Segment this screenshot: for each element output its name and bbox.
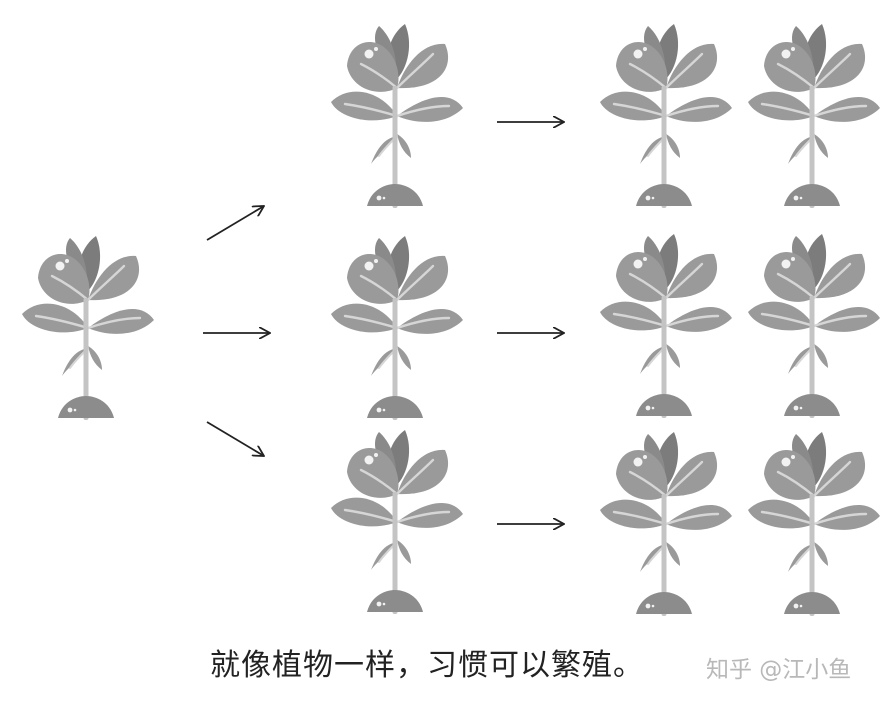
arrow-icon-up [206, 206, 264, 241]
plant-icon-gen3-row2-b [746, 232, 882, 420]
plant-icon-gen3-row3-b [746, 430, 882, 618]
caption: 就像植物一样，习惯可以繁殖。 [210, 648, 644, 683]
plant-icon-gen3-row1-b [746, 22, 882, 210]
plant-icon-gen3-row3-a [598, 430, 734, 618]
plant-icon-parent [20, 234, 156, 422]
arrow-icon-down [206, 421, 264, 456]
plant-icon-gen3-row2-a [598, 232, 734, 420]
watermark: 知乎 @江小鱼 [706, 657, 852, 683]
plant-icon-gen3-row1-a [598, 22, 734, 210]
plant-icon-gen2-middle [329, 234, 465, 422]
plant-icon-gen2-bottom [329, 428, 465, 616]
plant-icon-gen2-top [329, 22, 465, 210]
